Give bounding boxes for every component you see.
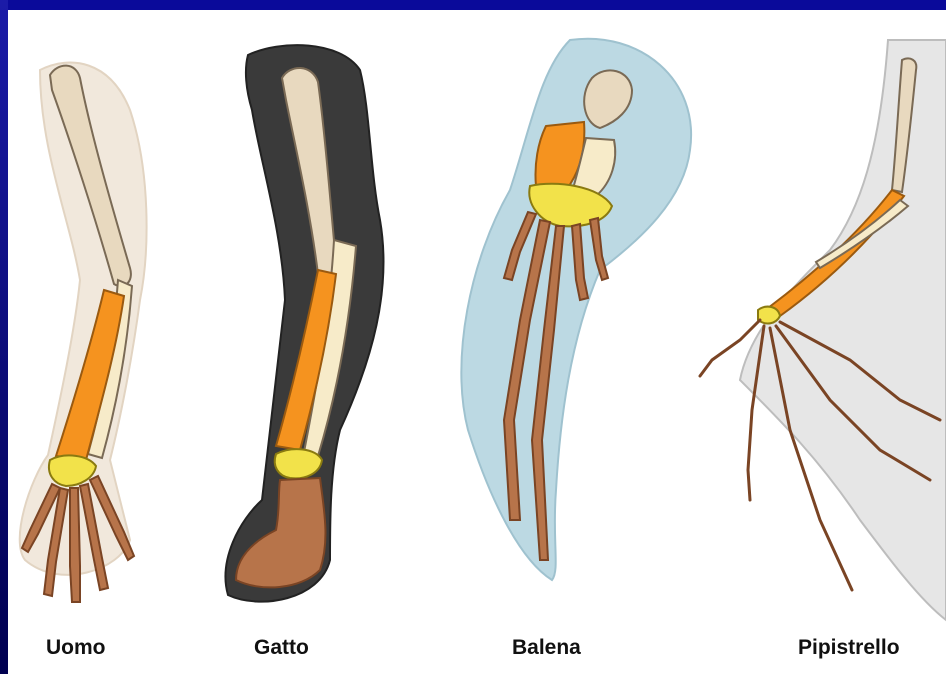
label-gatto: Gatto: [254, 636, 309, 660]
homologous-limbs-illustration: [8, 10, 946, 674]
label-balena: Balena: [512, 636, 581, 660]
cat-leg: [226, 45, 384, 601]
bat-wing: [700, 40, 946, 620]
slide-left-border: [0, 0, 8, 674]
slide-top-border: [0, 0, 946, 10]
slide-canvas: Uomo Gatto Balena Pipistrello: [8, 10, 946, 674]
label-uomo: Uomo: [46, 636, 106, 660]
human-arm: [20, 63, 147, 602]
whale-flipper: [461, 39, 691, 580]
whale-skin: [461, 39, 691, 580]
label-pipistrello: Pipistrello: [798, 636, 900, 660]
bat-carpals: [758, 307, 780, 324]
